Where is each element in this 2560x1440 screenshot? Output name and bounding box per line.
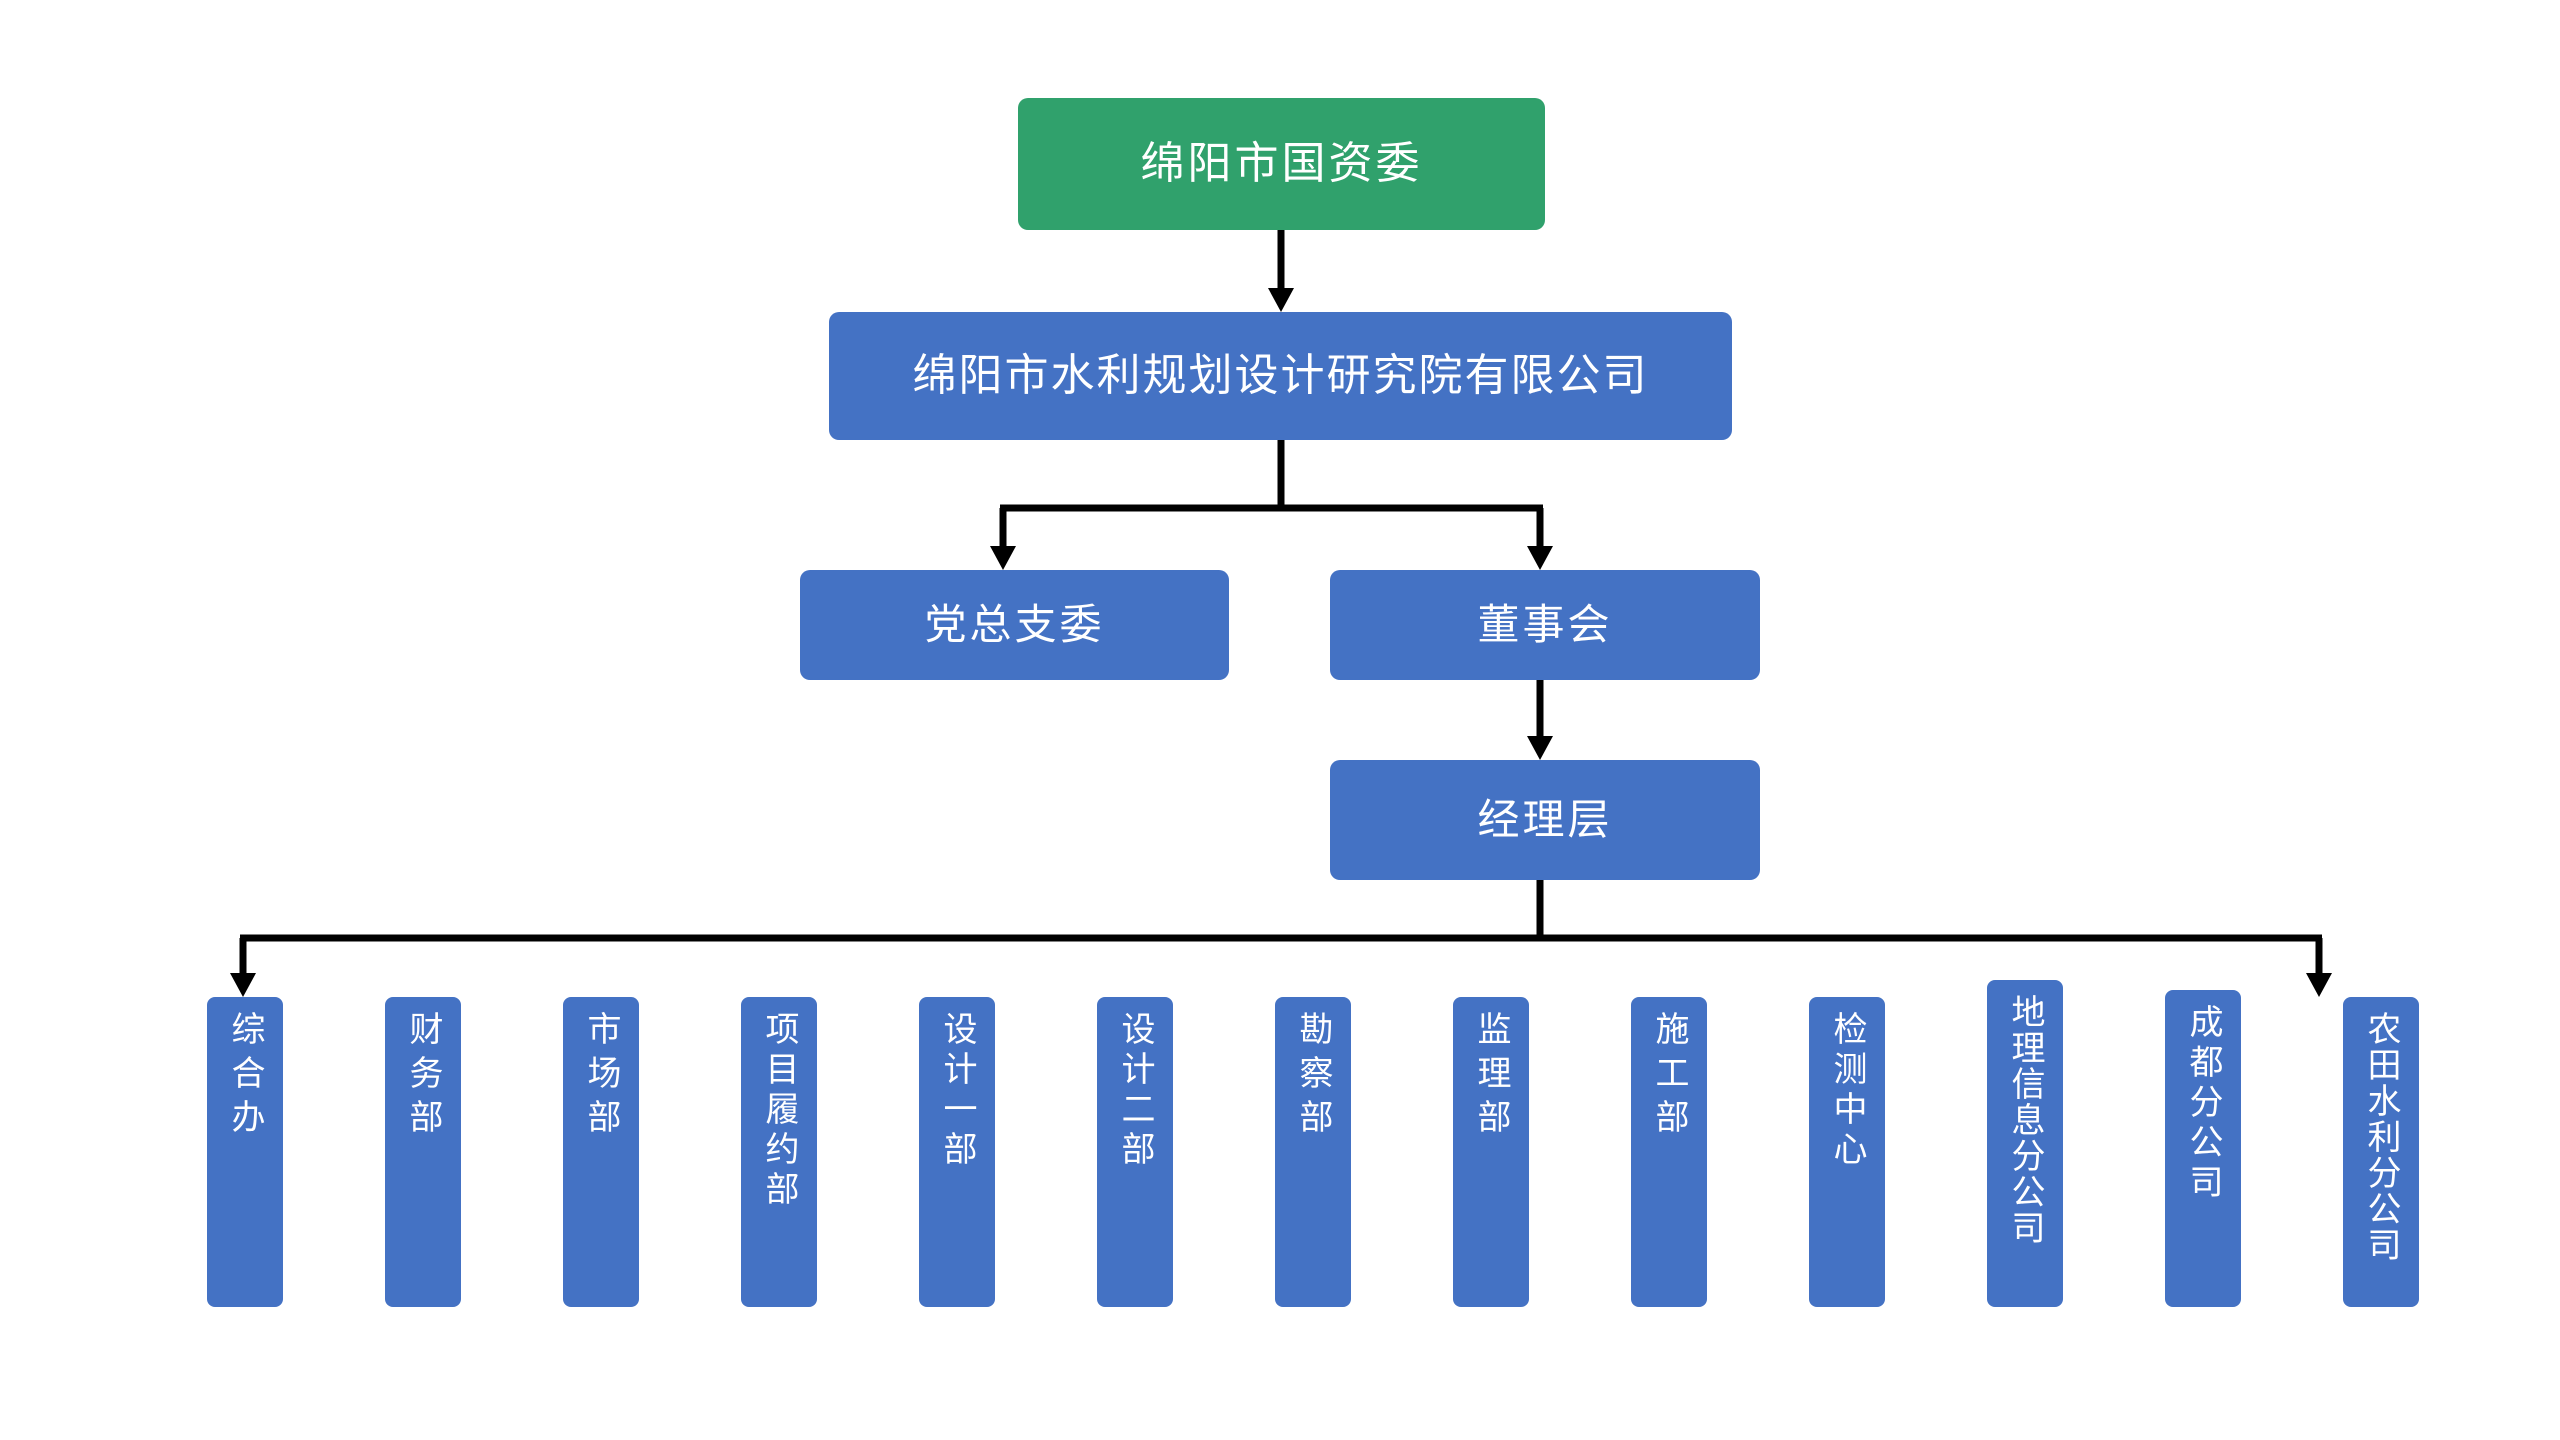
node-department-12[interactable]: 农田水利分公司	[2343, 997, 2419, 1307]
node-department-12-label: 农田水利分公司	[2362, 1011, 2400, 1263]
node-department-7-label: 监理部	[1472, 1011, 1510, 1143]
node-department-4[interactable]: 设计一部	[919, 997, 995, 1307]
node-board-label: 董事会	[1477, 601, 1613, 649]
node-department-5[interactable]: 设计二部	[1097, 997, 1173, 1307]
node-department-2-label: 市场部	[582, 1011, 620, 1143]
node-department-1-label: 财务部	[404, 1011, 442, 1143]
node-party-branch[interactable]: 党总支委	[800, 570, 1229, 680]
node-company-label: 绵阳市水利规划设计研究院有限公司	[912, 351, 1649, 401]
node-department-10[interactable]: 地理信息分公司	[1987, 980, 2063, 1307]
node-management[interactable]: 经理层	[1330, 760, 1760, 880]
node-department-9-label: 检测中心	[1828, 1011, 1866, 1171]
node-department-0-label: 综合办	[226, 1011, 264, 1143]
node-department-9[interactable]: 检测中心	[1809, 997, 1885, 1307]
node-party-branch-label: 党总支委	[924, 601, 1105, 649]
node-board[interactable]: 董事会	[1330, 570, 1760, 680]
node-department-6-label: 勘察部	[1294, 1011, 1332, 1143]
node-department-6[interactable]: 勘察部	[1275, 997, 1351, 1307]
edge-board-to-management	[1527, 680, 1553, 760]
node-department-8[interactable]: 施工部	[1631, 997, 1707, 1307]
node-department-7[interactable]: 监理部	[1453, 997, 1529, 1307]
node-department-10-label: 地理信息分公司	[2006, 994, 2044, 1246]
node-department-11-label: 成都分公司	[2184, 1004, 2222, 1204]
node-department-3[interactable]: 项目履约部	[741, 997, 817, 1307]
node-supervisor-label: 绵阳市国资委	[1140, 139, 1423, 189]
node-company[interactable]: 绵阳市水利规划设计研究院有限公司	[829, 312, 1732, 440]
node-department-3-label: 项目履约部	[760, 1011, 798, 1211]
node-supervisor[interactable]: 绵阳市国资委	[1018, 98, 1545, 230]
node-department-8-label: 施工部	[1650, 1011, 1688, 1143]
node-department-0[interactable]: 综合办	[207, 997, 283, 1307]
edge-company-to-branches	[990, 440, 1553, 570]
edge-supervisor-to-company	[1268, 230, 1294, 312]
node-department-2[interactable]: 市场部	[563, 997, 639, 1307]
node-management-label: 经理层	[1477, 796, 1613, 844]
node-department-11[interactable]: 成都分公司	[2165, 990, 2241, 1307]
node-department-1[interactable]: 财务部	[385, 997, 461, 1307]
node-department-4-label: 设计一部	[938, 1011, 976, 1171]
node-department-5-label: 设计二部	[1116, 1011, 1154, 1171]
